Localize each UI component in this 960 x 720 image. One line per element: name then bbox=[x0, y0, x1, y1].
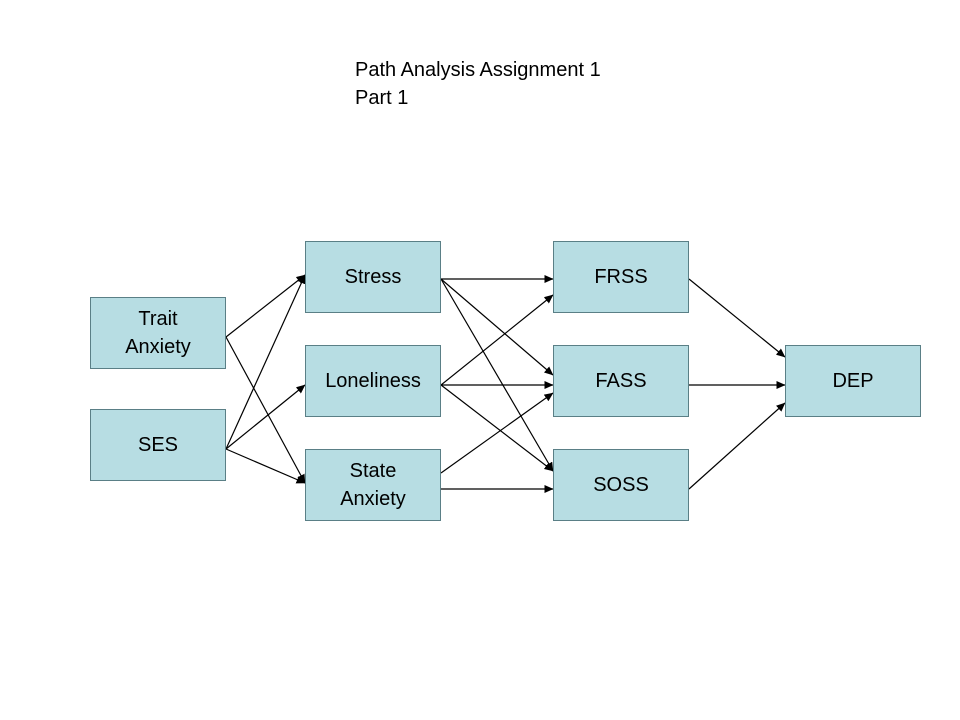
node-fass: FASS bbox=[553, 345, 689, 417]
node-ses: SES bbox=[90, 409, 226, 481]
edge-trait-anxiety-to-state-anxiety bbox=[225, 336, 306, 484]
node-frss: FRSS bbox=[553, 241, 689, 313]
node-state-anxiety: State Anxiety bbox=[305, 449, 441, 521]
node-stress: Stress bbox=[305, 241, 441, 313]
edge-frss-to-dep bbox=[688, 278, 786, 358]
edge-stress-to-fass bbox=[440, 278, 554, 376]
edge-ses-to-loneliness bbox=[225, 384, 306, 450]
edge-ses-to-stress bbox=[225, 274, 306, 450]
edge-trait-anxiety-to-stress bbox=[225, 274, 306, 338]
node-loneliness: Loneliness bbox=[305, 345, 441, 417]
edge-state-anxiety-to-fass bbox=[440, 392, 554, 474]
title-line-2: Part 1 bbox=[355, 87, 409, 109]
node-dep: DEP bbox=[785, 345, 921, 417]
edge-loneliness-to-soss bbox=[440, 384, 554, 472]
edge-ses-to-state-anxiety bbox=[225, 448, 306, 484]
title-line-1: Path Analysis Assignment 1 bbox=[355, 59, 601, 81]
edge-stress-to-soss bbox=[440, 278, 554, 472]
diagram-title: Path Analysis Assignment 1 Part 1 bbox=[355, 56, 601, 112]
edge-soss-to-dep bbox=[688, 402, 786, 490]
node-soss: SOSS bbox=[553, 449, 689, 521]
edge-loneliness-to-frss bbox=[440, 294, 554, 386]
node-trait-anxiety: Trait Anxiety bbox=[90, 297, 226, 369]
